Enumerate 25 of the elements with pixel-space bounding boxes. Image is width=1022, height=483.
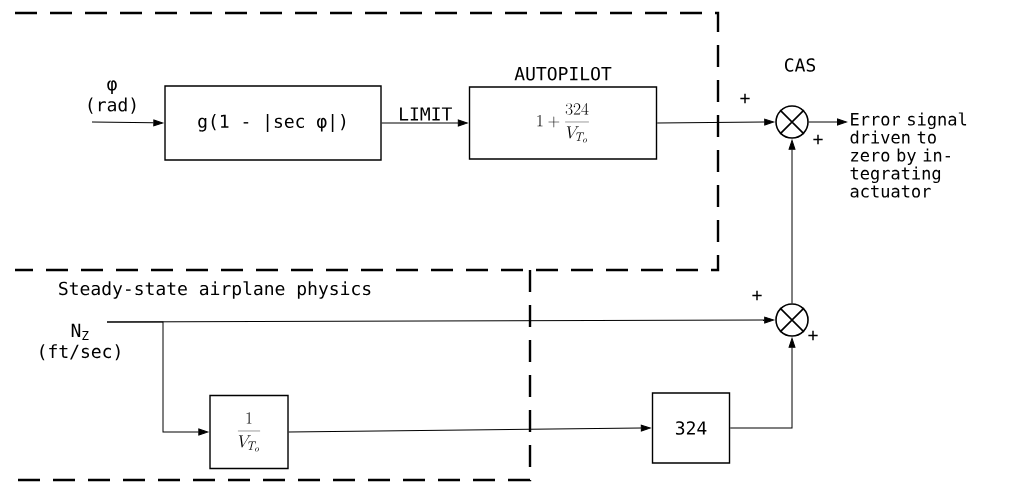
box-heading: AUTOPILOT [514,66,612,81]
arrow [91,119,164,127]
arrow [656,118,775,126]
sign-label: + [752,290,762,301]
caption-label: CAS [785,58,816,72]
block-box: $1 + \frac{324}{V_{T_o}}$ [468,86,658,160]
summing-junction [775,303,809,337]
summing-junction [775,105,809,139]
sign-label: + [813,134,823,145]
block-box: g(1 - |sec φ|) [164,85,382,161]
region-label: Steady-state airplane physics [59,281,371,299]
arrow [106,321,209,436]
arrow [729,337,796,429]
arrow [381,119,468,127]
sign-label: + [808,330,818,341]
block-box: 324 [651,392,731,464]
arrow [808,118,847,126]
block-box: $\frac{1}{V_{T_o}}$ [209,394,289,470]
input-label: N$_{Z}$ (ft/sec) [40,323,120,361]
sign-label: + [740,93,750,104]
output-text: Error signal driven to zero by in- tegrating actuator [850,112,967,198]
arrow [288,424,651,433]
edge-label: LIMIT [400,107,452,121]
arrow [788,139,796,304]
input-label: φ (rad) [88,80,136,114]
